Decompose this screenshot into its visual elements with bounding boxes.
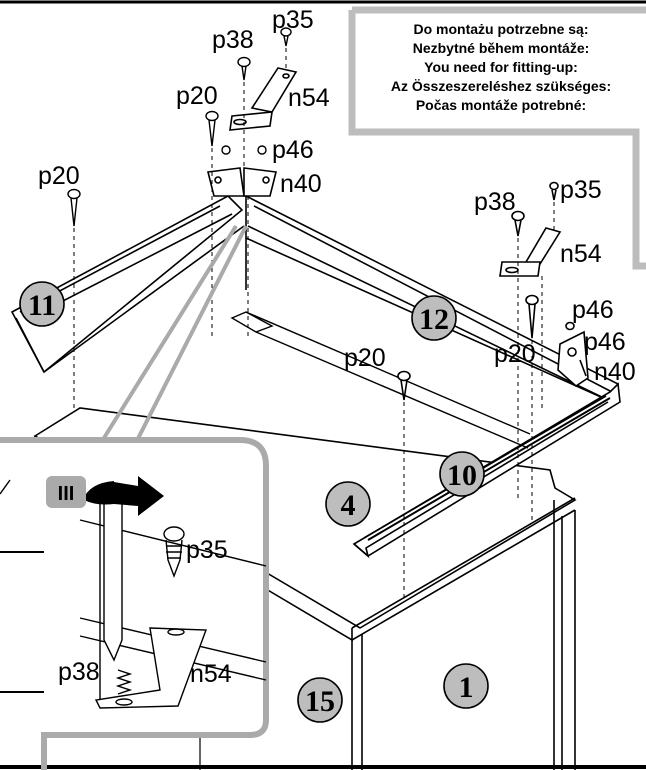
step-number: III xyxy=(58,483,75,505)
part-number-15: 15 xyxy=(305,685,335,718)
moulding-11 xyxy=(10,195,245,374)
label-p38-top: p38 xyxy=(212,26,254,54)
corner-bracket-n40 xyxy=(207,167,277,197)
requirements-line-english: You need for fitting-up: xyxy=(424,59,578,75)
requirements-line-hungarian: Az Összeszereléshez szükséges: xyxy=(390,78,612,94)
label-p46-right-a: p46 xyxy=(572,296,614,324)
requirements-line-polish: Do montażu potrzebne są: xyxy=(413,21,589,37)
top-screws xyxy=(67,27,292,227)
right-hardware xyxy=(397,181,589,401)
detail-label-n54: n54 xyxy=(190,660,232,688)
requirements-frame xyxy=(348,6,646,270)
detail-label-p35: p35 xyxy=(186,536,228,564)
part-number-10: 10 xyxy=(447,459,477,492)
plate-n54-top xyxy=(229,67,298,131)
requirements-line-czech: Nezbytné během montáže: xyxy=(412,40,590,56)
part-number-11: 11 xyxy=(28,289,56,322)
part-number-12: 12 xyxy=(419,303,449,336)
label-p46-top: p46 xyxy=(272,136,314,164)
label-p46-right-b: p46 xyxy=(584,328,626,356)
requirements-line-slovak: Počas montáže potrebné: xyxy=(415,97,587,113)
label-p20-right: p20 xyxy=(494,340,536,368)
label-p38-right: p38 xyxy=(474,188,516,216)
label-n54-right: n54 xyxy=(560,240,602,268)
requirements-box: Do montażu potrzebne są: Nezbytné během … xyxy=(356,20,646,115)
zoom-lines xyxy=(82,224,248,475)
label-p20-center: p20 xyxy=(344,344,386,372)
moulding-10 xyxy=(352,382,621,559)
label-p35-right: p35 xyxy=(560,176,602,204)
label-p20-left: p20 xyxy=(38,162,80,190)
part-number-4: 4 xyxy=(341,489,356,522)
step-badge xyxy=(46,476,86,508)
label-n54-top: n54 xyxy=(288,84,330,112)
label-p35-top: p35 xyxy=(272,6,314,34)
label-n40-top: n40 xyxy=(280,170,322,198)
detail-inset xyxy=(0,437,269,770)
part-number-1: 1 xyxy=(459,671,474,704)
label-n40-right: n40 xyxy=(594,358,636,386)
label-p20-top: p20 xyxy=(176,82,218,110)
screw-p46-pair xyxy=(221,145,267,155)
part-number-circles xyxy=(19,281,489,723)
detail-label-p38: p38 xyxy=(58,658,100,686)
guide-lines xyxy=(73,48,555,632)
